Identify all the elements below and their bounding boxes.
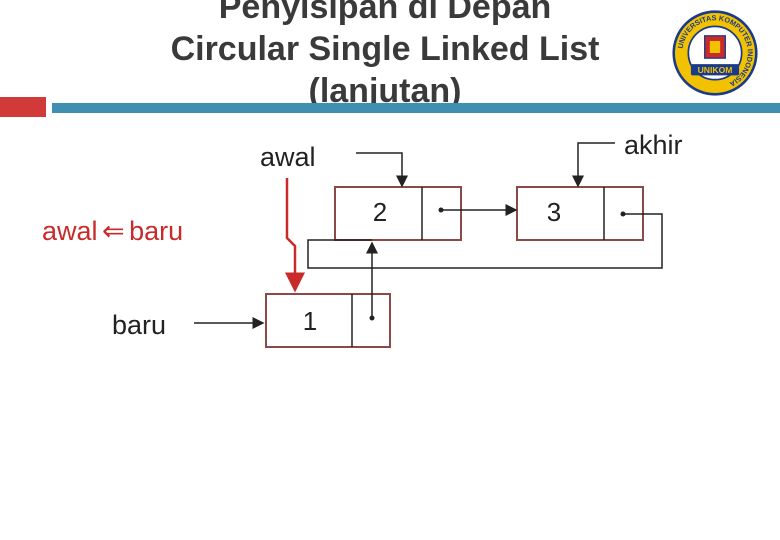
node-1-value: 1 [302, 306, 318, 336]
logo-banner-text: UNIKOM [698, 65, 733, 75]
awal-label: awal [260, 142, 316, 172]
assign-source-label: baru [129, 216, 184, 246]
title-line-1: Penyisipan di Depan [218, 0, 552, 26]
awal-moved-red-arrow [285, 178, 305, 293]
node-3-value: 3 [546, 197, 562, 227]
assign-target-label: awal [42, 216, 98, 246]
akhir-pointer-arrow [572, 142, 615, 188]
node-2-value: 2 [372, 197, 388, 227]
left-arrow-icon: ⇐ [101, 216, 125, 246]
awal-pointer-arrow [356, 152, 408, 188]
slide-title: Penyisipan di Depan Circular Single Link… [90, 0, 680, 112]
accent-bar-blue [52, 103, 780, 113]
baru-label: baru [112, 310, 167, 340]
unikom-logo: UNIVERSITAS KOMPUTER INDONESIA UNIKOM [672, 10, 758, 96]
akhir-label: akhir [624, 130, 683, 160]
accent-bar-red [0, 97, 46, 117]
title-line-2: Circular Single Linked List [170, 30, 600, 68]
circular-link [307, 213, 663, 269]
assignment-caption: awal ⇐ baru [42, 216, 183, 246]
node-1 [265, 293, 391, 348]
